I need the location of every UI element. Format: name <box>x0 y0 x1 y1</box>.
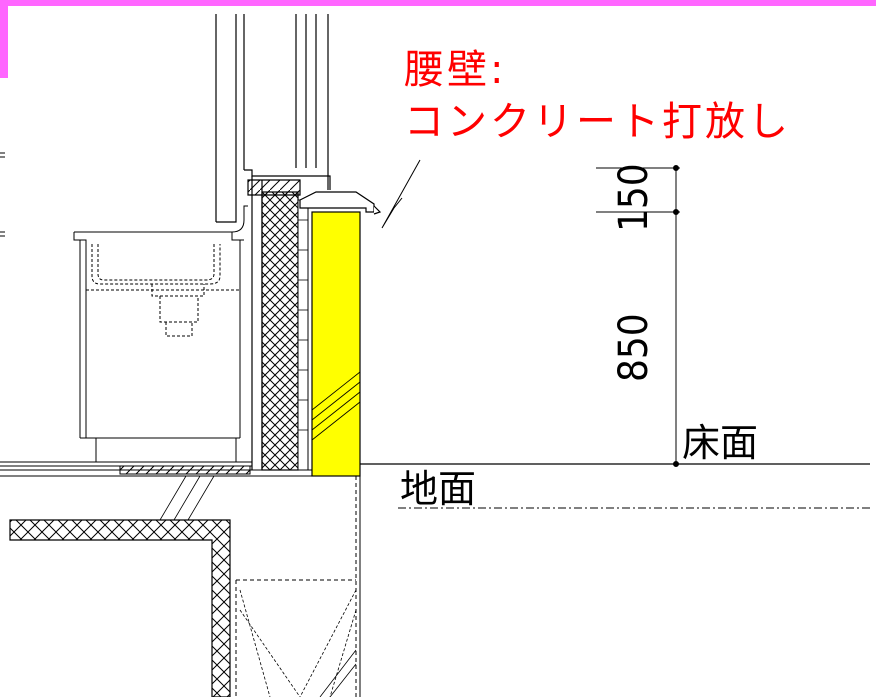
stud-ticks <box>298 219 308 431</box>
parapet-concrete <box>311 211 361 477</box>
frame-accent <box>0 0 876 78</box>
ground-level-label: 地面 <box>400 467 477 511</box>
annotation-leader <box>381 159 421 229</box>
sink-cabinet <box>73 205 252 463</box>
edge-marks <box>0 152 5 237</box>
foundation <box>9 475 357 697</box>
floor-level-label: 床面 <box>682 421 759 465</box>
wall-stud <box>297 199 309 471</box>
dimension-150: 150 <box>611 163 657 232</box>
insulation-layer <box>261 191 299 471</box>
wall-cap <box>247 179 382 215</box>
floor-slab <box>0 461 870 697</box>
dimension-850: 850 <box>611 313 657 382</box>
annotation-title: 腰壁: <box>404 47 507 93</box>
parapet-rebar <box>311 371 361 441</box>
annotation-material: コンクリート打放し <box>404 99 791 145</box>
dimension-lines <box>596 165 680 467</box>
